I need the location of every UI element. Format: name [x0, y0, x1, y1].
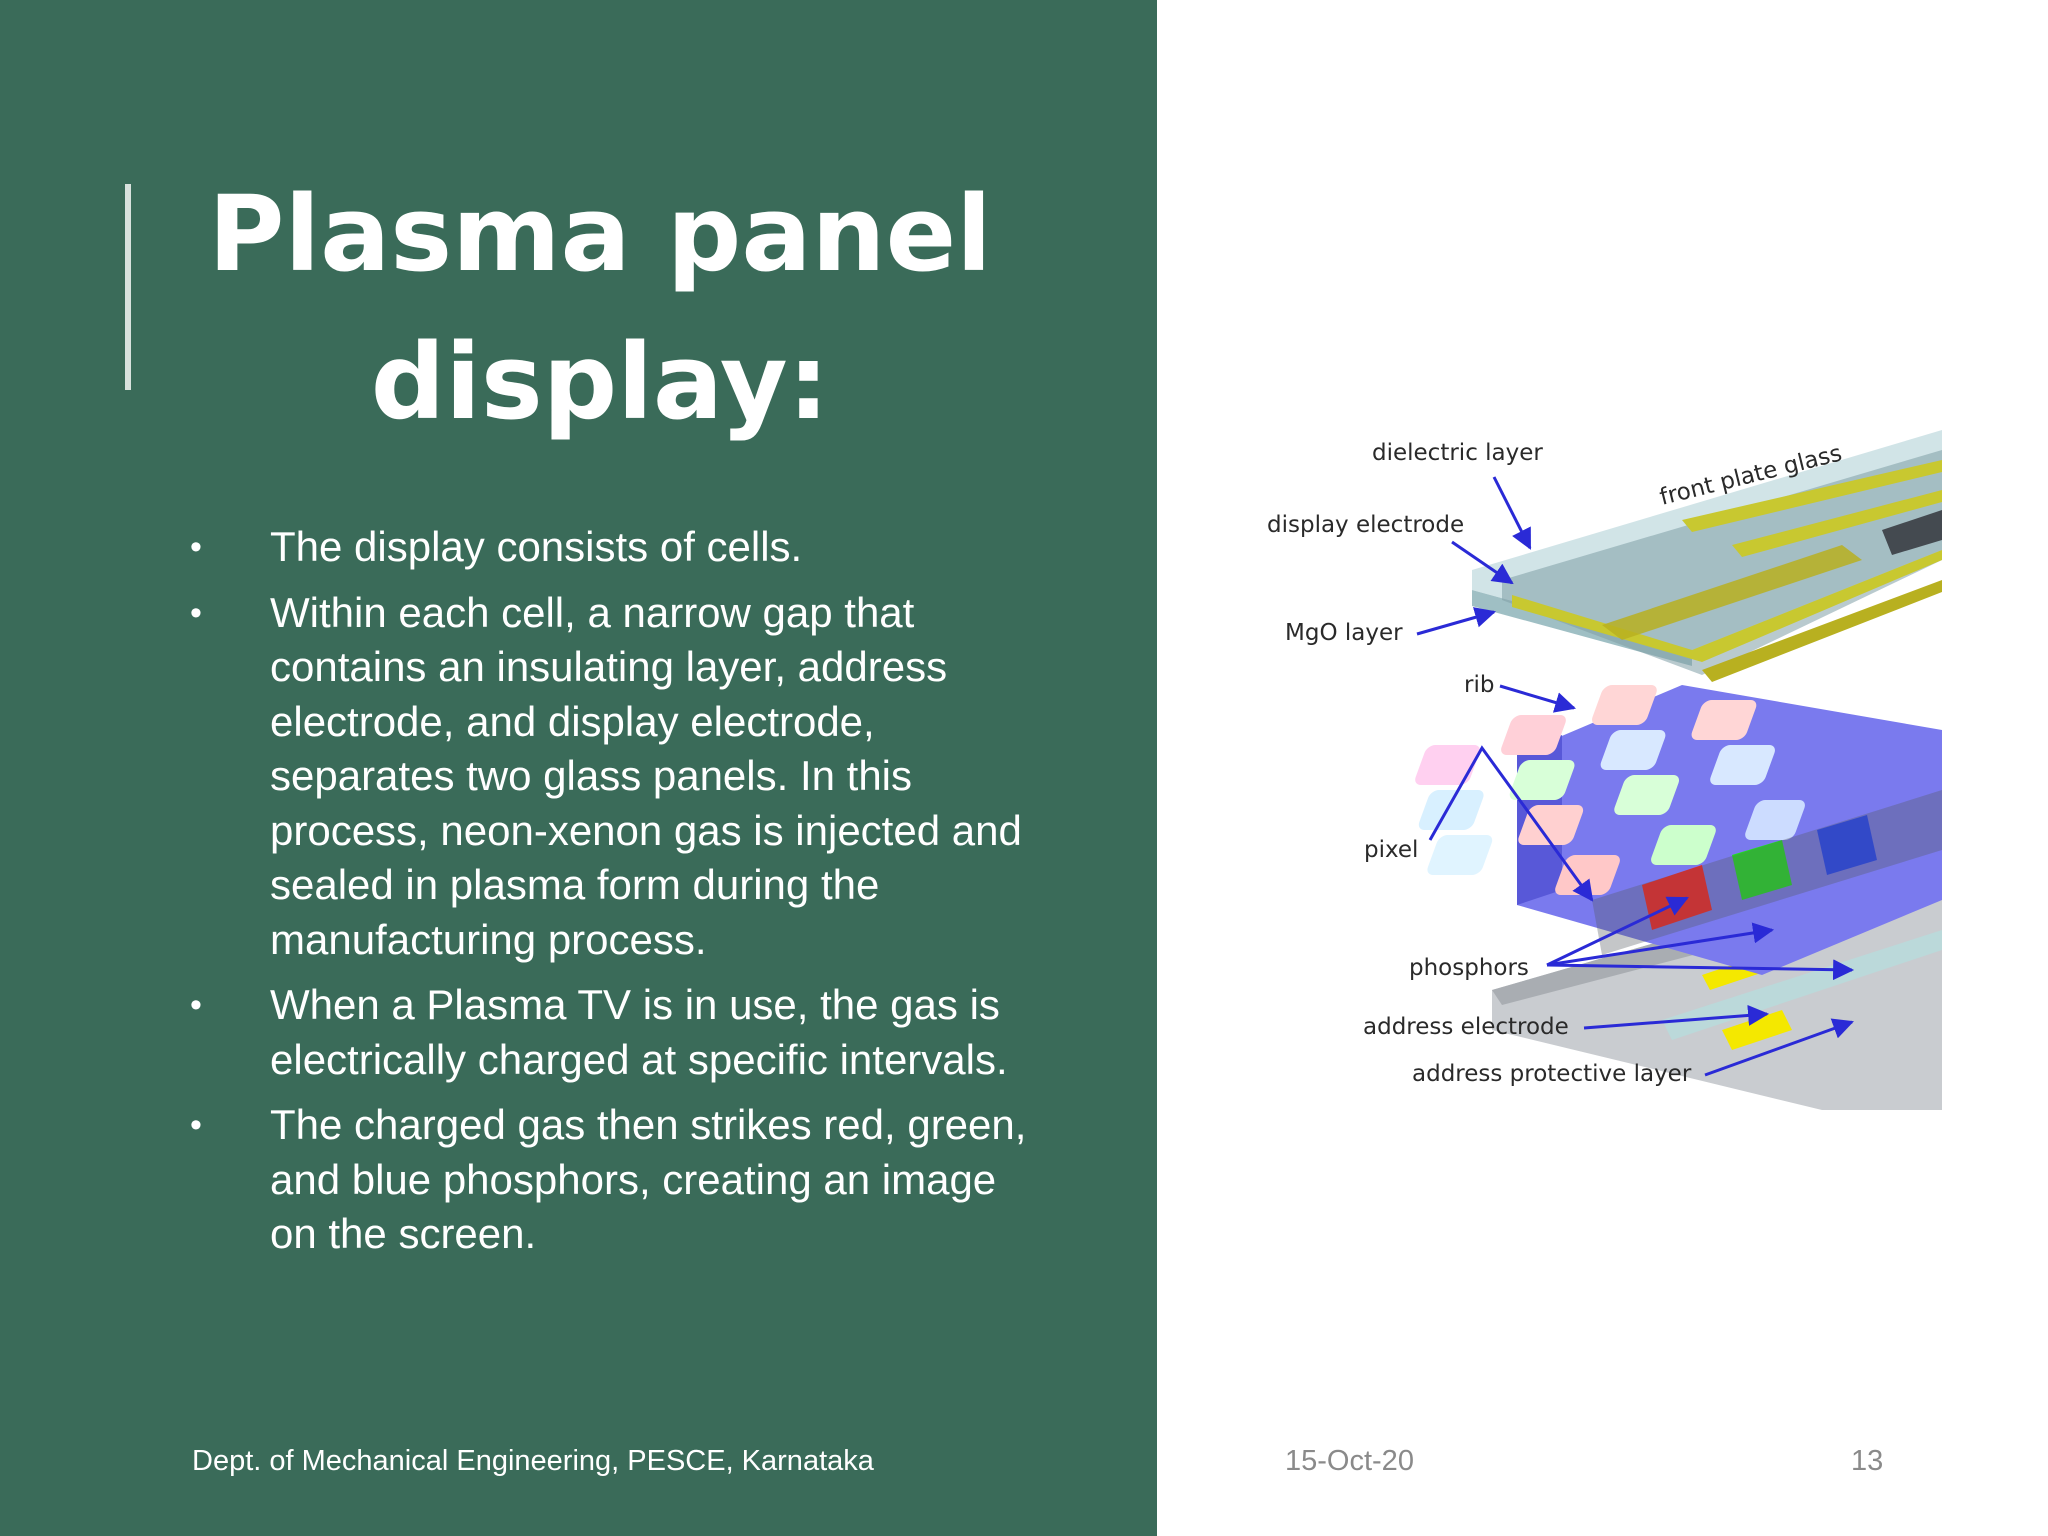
phosphor-cell-green [1614, 775, 1680, 815]
left-panel: Plasma panel display: • The display consi… [0, 0, 1157, 1536]
bullet-icon: • [190, 1106, 202, 1144]
phosphor-cell-green [1509, 760, 1575, 800]
address-electrode-strip [1722, 1010, 1792, 1050]
phosphor-green-section [1732, 840, 1792, 900]
label-mgo-layer: MgO layer [1285, 620, 1403, 646]
arrow-mgo-layer [1416, 607, 1497, 636]
arrow-address-protective-layer [1704, 1018, 1854, 1077]
arrow-address-electrode [1583, 1004, 1770, 1030]
phosphor-cell-red [1518, 805, 1584, 845]
label-phosphors: phosphors [1409, 955, 1529, 981]
bullet-text: When a Plasma TV is in use, the gas is e… [270, 981, 1008, 1083]
phosphor-blue-section [1817, 815, 1877, 875]
arrow-rib [1499, 684, 1577, 713]
label-display-electrode: display electrode [1267, 512, 1464, 538]
accent-bar [125, 184, 131, 390]
bullet-text: The display consists of cells. [270, 523, 803, 570]
bullet-item: • When a Plasma TV is in use, the gas is … [190, 978, 1040, 1087]
footer-department: Dept. of Mechanical Engineering, PESCE, … [192, 1445, 874, 1477]
label-address-electrode: address electrode [1363, 1014, 1569, 1040]
arrow-pixel [1428, 745, 1594, 902]
bullet-icon: • [190, 986, 202, 1024]
footer-date: 15-Oct-20 [1285, 1445, 1414, 1477]
phosphor-cell-blue [1418, 790, 1484, 830]
phosphor-cell-blue [1745, 800, 1805, 840]
plasma-panel-illustration: dielectric layer front plate glass displ… [1267, 430, 1942, 1110]
dark-panel-area [1882, 510, 1942, 555]
display-electrode-strip [1602, 545, 1862, 640]
phosphor-cell-green [1651, 825, 1716, 865]
footer-page-number: 13 [1851, 1445, 1884, 1477]
bullet-item: • Within each cell, a narrow gap that con… [190, 586, 1040, 968]
phosphor-cell-blue [1710, 745, 1775, 785]
label-pixel: pixel [1364, 837, 1418, 863]
phosphor-cells [1415, 685, 1805, 895]
arrow-phosphors-blue [1546, 959, 1855, 981]
phosphor-cell-blue [1600, 730, 1666, 770]
label-address-protective-layer: address protective layer [1412, 1061, 1692, 1087]
arrow-display-electrode [1451, 540, 1514, 585]
arrow-phosphors-green [1546, 922, 1775, 967]
bullet-item: • The charged gas then strikes red, green… [190, 1098, 1040, 1262]
arrow-dielectric-layer [1492, 476, 1532, 550]
display-electrode-strip [1732, 490, 1942, 557]
arrow-phosphors-red [1546, 896, 1689, 967]
display-electrode-strip [1682, 460, 1942, 532]
bullet-item: • The display consists of cells. [190, 520, 1040, 575]
label-dielectric-layer: dielectric layer [1372, 440, 1543, 466]
callout-arrows [1416, 476, 1855, 1077]
phosphor-cell-red [1592, 685, 1657, 725]
phosphor-cell-red [1555, 855, 1620, 895]
display-electrode-strip [1702, 580, 1942, 682]
bullet-icon: • [190, 593, 202, 632]
phosphor-cell-red [1501, 715, 1566, 755]
address-protective-layer [1662, 930, 1942, 1040]
dielectric-layer [1502, 450, 1942, 675]
bullet-list: • The display consists of cells. • Within … [190, 520, 1040, 1273]
slide-title: Plasma panel display: [208, 173, 992, 443]
phosphor-cell-red [1415, 745, 1480, 785]
bullet-icon: • [190, 528, 202, 566]
phosphor-cell-blue [1427, 835, 1493, 875]
phosphor-cell-red [1691, 700, 1757, 740]
bullet-text: Within each cell, a narrow gap that cont… [270, 588, 1022, 963]
bullet-text: The charged gas then strikes red, green,… [270, 1101, 1027, 1257]
label-rib: rib [1464, 672, 1494, 698]
plasma-panel-diagram: dielectric layer front plate glass displ… [1262, 430, 1942, 1110]
